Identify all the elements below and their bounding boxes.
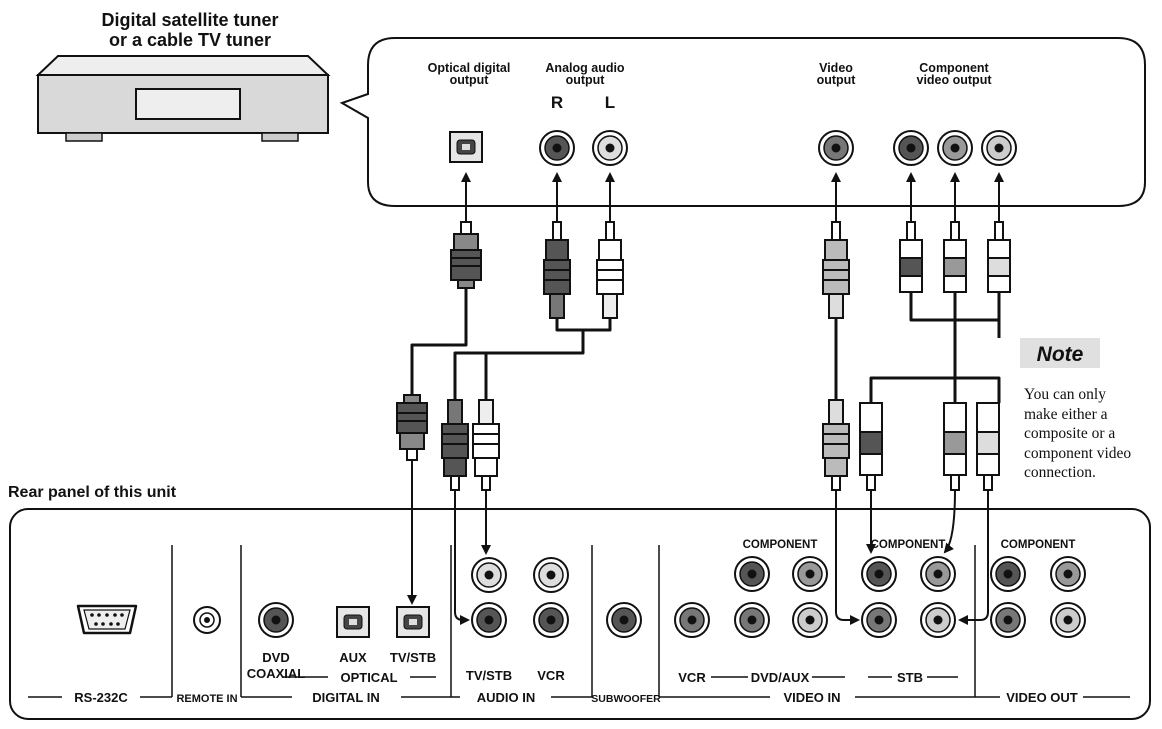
video-output-label-l1: Video xyxy=(819,61,853,75)
r-channel-label: R xyxy=(551,93,563,112)
component-plug-pb-bottom-icon xyxy=(943,402,967,491)
rear-panel xyxy=(9,508,1151,720)
note-line: make either a xyxy=(1024,405,1108,423)
analog-output-label-l2: output xyxy=(566,73,606,87)
component-output-label-l1: Component xyxy=(919,61,989,75)
source-optical-jack-icon xyxy=(449,131,483,163)
note-body: You can only make either a composite or … xyxy=(1024,385,1154,483)
component-plug-y-top-icon xyxy=(899,221,923,293)
audio-tvstb-l-jack-icon[interactable] xyxy=(471,557,507,593)
source-component-jack-y-icon xyxy=(893,130,929,166)
section-rs232c: RS-232C xyxy=(74,690,128,705)
rca-plug-r-top-icon xyxy=(543,221,571,319)
component-label-out: COMPONENT xyxy=(1001,539,1076,551)
section-remote-in: REMOTE IN xyxy=(176,693,237,705)
section-video-in: VIDEO IN xyxy=(783,690,840,705)
audio-tvstb-r-jack-icon[interactable] xyxy=(471,602,507,638)
optical-plug-top-icon xyxy=(450,221,482,289)
component-out-y-jack-icon[interactable] xyxy=(990,556,1026,592)
note-line: connection. xyxy=(1024,464,1096,482)
dvd-label: DVD xyxy=(262,650,289,665)
analog-output-label-l1: Analog audio xyxy=(545,61,625,75)
rear-panel-title: Rear panel of this unit xyxy=(8,484,177,501)
source-rca-jack-r-icon xyxy=(539,130,575,166)
section-video-out: VIDEO OUT xyxy=(1006,690,1078,705)
note-title: Note xyxy=(1037,343,1084,366)
rca-plug-video-top-icon xyxy=(822,221,850,319)
source-component-jack-pr-icon xyxy=(981,130,1017,166)
optical-tvstb-jack-icon[interactable] xyxy=(396,606,430,638)
audio-tvstb-label: TV/STB xyxy=(466,668,512,683)
video-out-jack-icon[interactable] xyxy=(990,602,1026,638)
section-audio-in: AUDIO IN xyxy=(477,690,536,705)
coaxial-jack-icon[interactable] xyxy=(258,602,294,638)
component-stb-pb-jack-icon[interactable] xyxy=(920,556,956,592)
note-line: You can only xyxy=(1024,386,1106,403)
note-line: composite or a xyxy=(1024,425,1116,443)
component-stb-pr-jack-icon[interactable] xyxy=(920,602,956,638)
component-out-pr-jack-icon[interactable] xyxy=(1050,602,1086,638)
source-component-jack-pb-icon xyxy=(937,130,973,166)
section-label-lines xyxy=(28,676,1130,698)
component-dvdaux-pb-jack-icon[interactable] xyxy=(792,556,828,592)
video-vcr-label: VCR xyxy=(678,670,706,685)
source-output-callout xyxy=(339,37,1146,207)
cable-wires xyxy=(410,288,1001,403)
subwoofer-jack-icon[interactable] xyxy=(606,602,642,638)
section-digital-in: DIGITAL IN xyxy=(312,690,379,705)
note-line: component video xyxy=(1024,444,1132,462)
component-plug-pr-bottom-icon xyxy=(976,402,1000,491)
section-subwoofer: SUBWOOFER xyxy=(591,693,661,705)
optical-tvstb-label: TV/STB xyxy=(390,650,436,665)
component-output-label-l2: video output xyxy=(917,73,993,87)
audio-vcr-l-jack-icon[interactable] xyxy=(533,557,569,593)
video-dvdaux-jack-icon[interactable] xyxy=(734,602,770,638)
source-video-jack-icon xyxy=(818,130,854,166)
video-dvdaux-label: DVD/AUX xyxy=(751,670,810,685)
aux-label: AUX xyxy=(339,650,367,665)
component-out-pb-jack-icon[interactable] xyxy=(1050,556,1086,592)
component-plug-pb-top-icon xyxy=(943,221,967,293)
component-label-dvdaux: COMPONENT xyxy=(743,539,818,551)
component-plug-y-bottom-icon xyxy=(859,402,883,491)
note-box: Note xyxy=(1020,338,1100,368)
remote-in-jack-icon[interactable] xyxy=(193,606,221,634)
l-channel-label: L xyxy=(605,93,615,112)
source-title-line2: or a cable TV tuner xyxy=(109,30,271,50)
rca-plug-video-bottom-icon xyxy=(822,399,850,491)
video-vcr-jack-icon[interactable] xyxy=(674,602,710,638)
component-label-stb: COMPONENT xyxy=(871,539,946,551)
source-rca-jack-l-icon xyxy=(592,130,628,166)
panel-arrows xyxy=(407,460,989,625)
video-stb-jack-icon[interactable] xyxy=(861,602,897,638)
tuner-device-icon xyxy=(35,55,331,142)
component-dvdaux-pr-jack-icon[interactable] xyxy=(792,602,828,638)
audio-vcr-label: VCR xyxy=(537,668,565,683)
coaxial-label: COAXIAL xyxy=(247,666,306,681)
component-stb-y-jack-icon[interactable] xyxy=(861,556,897,592)
rca-plug-l-top-icon xyxy=(596,221,624,319)
source-arrows xyxy=(461,172,1004,222)
video-stb-label: STB xyxy=(897,670,923,685)
optical-label: OPTICAL xyxy=(340,670,397,685)
optical-plug-bottom-icon xyxy=(396,394,428,461)
optical-aux-jack-icon[interactable] xyxy=(336,606,370,638)
component-dvdaux-y-jack-icon[interactable] xyxy=(734,556,770,592)
rca-plug-r-bottom-icon xyxy=(441,399,469,491)
rs232c-port-icon[interactable] xyxy=(76,604,138,635)
source-title-line1: Digital satellite tuner xyxy=(101,10,278,30)
audio-vcr-r-jack-icon[interactable] xyxy=(533,602,569,638)
video-output-label-l2: output xyxy=(817,73,857,87)
optical-output-label-l2: output xyxy=(450,73,490,87)
rca-plug-l-bottom-icon xyxy=(472,399,500,491)
component-plug-pr-top-icon xyxy=(987,221,1011,293)
optical-output-label-l1: Optical digital xyxy=(428,61,511,75)
